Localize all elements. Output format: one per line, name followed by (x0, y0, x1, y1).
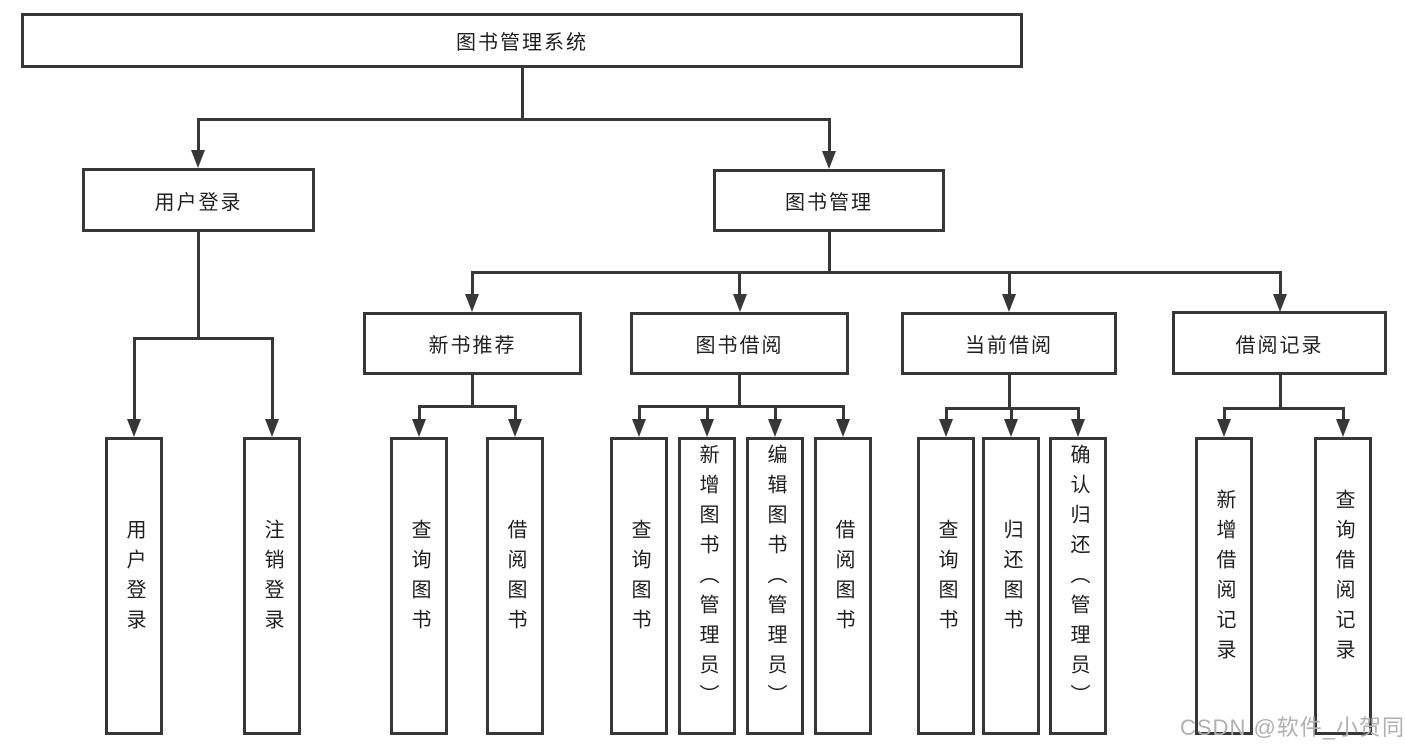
arrow-down-icon (1002, 294, 1016, 312)
node-borrow-records: 借阅记录 (1172, 311, 1387, 375)
arrow-down-icon (127, 419, 141, 437)
leaf-label: 新增图书（管理员） (696, 444, 718, 714)
arrow-down-icon (822, 151, 836, 169)
connector-line (827, 232, 831, 274)
arrow-down-icon (1071, 419, 1085, 437)
connector-line (827, 118, 831, 152)
csdn-watermark: CSDN @软件_小贺同学 (1180, 715, 1405, 740)
leaf-return-books: 归还图书 (982, 437, 1040, 735)
leaf-logout: 注销登录 (243, 437, 301, 735)
leaf-label: 借阅图书 (832, 519, 854, 639)
arrow-down-icon (191, 150, 205, 168)
arrow-down-icon (465, 294, 479, 312)
leaf-add-books-admin: 新增图书（管理员） (678, 437, 736, 735)
arrow-down-icon (632, 419, 646, 437)
leaf-query-books-recommend: 查询图书 (390, 437, 448, 735)
arrow-down-icon (733, 294, 747, 312)
connector-line (1341, 407, 1345, 421)
leaf-borrow-books: 借阅图书 (814, 437, 872, 735)
connector-line (841, 405, 845, 421)
connector-line (417, 405, 421, 421)
leaf-add-borrow-record: 新增借阅记录 (1195, 437, 1253, 735)
connector-line (1278, 375, 1282, 410)
arrow-down-icon (1273, 294, 1287, 312)
arrow-down-icon (265, 419, 279, 437)
connector-line (132, 337, 136, 421)
arrow-down-icon (1217, 419, 1231, 437)
connector-line (1007, 375, 1011, 410)
arrow-down-icon (1336, 419, 1350, 437)
connector-line (196, 232, 200, 340)
leaf-label: 注销登录 (261, 519, 283, 639)
connector-line (1222, 407, 1226, 421)
connector-line (1278, 271, 1282, 296)
arrow-down-icon (836, 419, 850, 437)
leaf-label: 新增借阅记录 (1213, 489, 1235, 669)
connector-line (513, 405, 517, 421)
leaf-query-books-current: 查询图书 (917, 437, 975, 735)
leaf-label: 确认归还（管理员） (1067, 444, 1089, 714)
connector-line (520, 68, 524, 121)
leaf-label: 查询图书 (935, 519, 957, 639)
arrow-down-icon (1004, 419, 1018, 437)
connector-line (637, 405, 641, 421)
arrow-down-icon (412, 419, 426, 437)
leaf-borrow-books-recommend: 借阅图书 (486, 437, 544, 735)
leaf-label: 查询借阅记录 (1332, 489, 1354, 669)
node-book-management: 图书管理 (713, 169, 945, 232)
leaf-label: 用户登录 (123, 519, 145, 639)
arrow-down-icon (768, 419, 782, 437)
connector-line (738, 375, 741, 408)
arrow-down-icon (939, 419, 953, 437)
connector-line (270, 337, 274, 421)
leaf-query-books-borrow: 查询图书 (610, 437, 668, 735)
leaf-label: 查询图书 (408, 519, 430, 639)
leaf-label: 编辑图书（管理员） (764, 444, 786, 714)
node-user-login: 用户登录 (82, 168, 315, 232)
leaf-label: 借阅图书 (504, 519, 526, 639)
arrow-down-icon (508, 419, 522, 437)
connector-line (738, 271, 741, 296)
connector-line (196, 118, 831, 121)
connector-line (1009, 407, 1013, 421)
connector-line (470, 271, 474, 296)
connector-line (1007, 271, 1011, 296)
leaf-user-login: 用户登录 (105, 437, 163, 735)
leaf-label: 归还图书 (1000, 519, 1022, 639)
connector-line (773, 405, 777, 421)
connector-line (470, 375, 474, 408)
leaf-label: 查询图书 (628, 519, 650, 639)
connector-line (637, 405, 845, 408)
connector-line (132, 337, 274, 340)
node-library-management-system: 图书管理系统 (21, 13, 1023, 68)
connector-line (1222, 407, 1345, 410)
node-book-borrow: 图书借阅 (630, 312, 849, 375)
node-new-book-recommend: 新书推荐 (363, 312, 582, 375)
arrow-down-icon (700, 419, 714, 437)
leaf-query-borrow-record: 查询借阅记录 (1314, 437, 1372, 735)
node-current-borrow: 当前借阅 (901, 312, 1117, 375)
connector-line (944, 407, 948, 421)
leaf-edit-books-admin: 编辑图书（管理员） (746, 437, 804, 735)
connector-line (470, 271, 1281, 274)
connector-line (417, 405, 517, 408)
leaf-confirm-return-admin: 确认归还（管理员） (1049, 437, 1107, 735)
connector-line (196, 118, 200, 152)
connector-line (1076, 407, 1080, 421)
connector-line (705, 405, 709, 421)
